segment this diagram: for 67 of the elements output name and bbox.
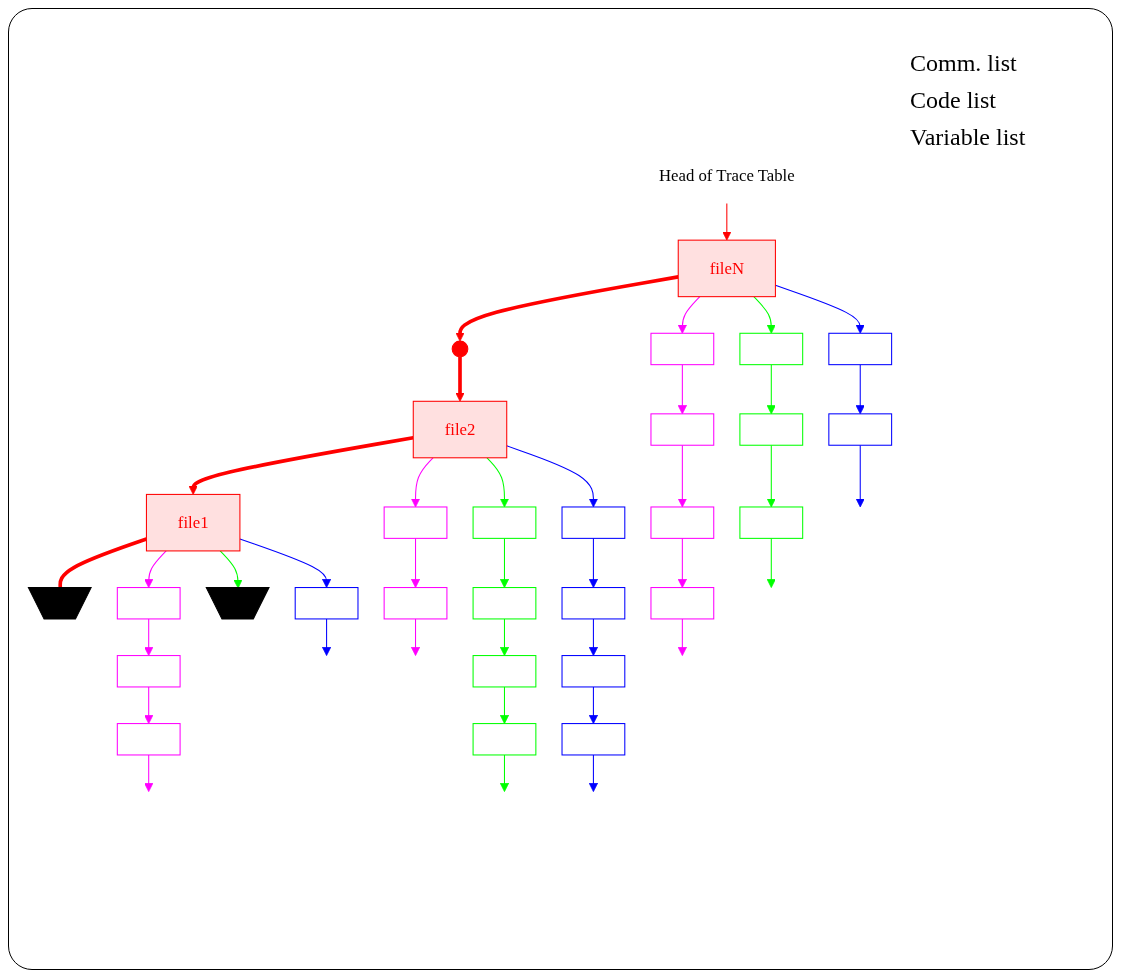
node-box: [650, 587, 715, 620]
node-box: [561, 506, 626, 539]
arrow: [722, 203, 732, 241]
arrow: [188, 435, 414, 495]
node-text: Head of Trace Table: [658, 165, 795, 184]
arrow: [455, 275, 679, 342]
arrow: [486, 457, 510, 508]
node-box: [472, 655, 537, 688]
node-box: [561, 655, 626, 688]
arrow: [144, 618, 154, 656]
node-box: fileN: [677, 239, 776, 298]
arrow: [588, 754, 598, 792]
arrow: [410, 618, 421, 656]
arrow: [677, 537, 687, 588]
node-box: file1: [145, 493, 241, 552]
node-box: [294, 587, 359, 620]
arrow: [499, 618, 510, 656]
arrow: [766, 444, 776, 508]
node-box: [650, 506, 715, 539]
node-box: [739, 332, 804, 366]
node-box: [828, 332, 893, 366]
node-box: [383, 587, 448, 620]
node-box: [650, 332, 715, 366]
arrow: [499, 754, 510, 792]
node-box: [116, 655, 181, 688]
node-box: [472, 723, 537, 756]
node-box: [561, 587, 626, 620]
arrow: [144, 550, 167, 588]
node-box: [472, 506, 537, 539]
arrow: [766, 537, 776, 588]
arrow: [588, 618, 598, 656]
arrow: [677, 296, 701, 334]
list-label: Code list: [910, 87, 997, 114]
arrow: [499, 686, 510, 724]
arrow: [855, 364, 865, 415]
node-box: [116, 723, 181, 756]
arrow: [588, 686, 598, 724]
list-label: Comm. list: [910, 50, 1018, 77]
arrow: [855, 444, 865, 508]
node-box: [561, 723, 626, 756]
arrow: [455, 356, 465, 402]
arrow: [753, 296, 776, 334]
list-label: Variable list: [910, 124, 1027, 151]
arrow: [144, 686, 154, 724]
node-box: file2: [412, 400, 508, 459]
node-box: [739, 413, 804, 446]
node-box: [739, 506, 804, 539]
arrow: [410, 537, 421, 588]
arrow: [506, 445, 598, 508]
node-ground: [205, 587, 270, 620]
arrow: [322, 618, 332, 656]
arrow: [677, 444, 687, 508]
arrow: [499, 537, 510, 588]
node-box: [650, 413, 715, 446]
arrow: [677, 618, 687, 656]
arrow: [144, 754, 154, 792]
arrow: [588, 537, 598, 588]
node-circle: [451, 340, 469, 358]
node-box: [828, 413, 893, 446]
arrow: [410, 457, 434, 508]
node-box: [116, 587, 181, 620]
arrow: [239, 538, 332, 588]
arrow: [766, 364, 776, 415]
arrow: [677, 364, 687, 415]
node-box: [472, 587, 537, 620]
node-ground: [27, 587, 92, 620]
node-box: [383, 506, 448, 539]
